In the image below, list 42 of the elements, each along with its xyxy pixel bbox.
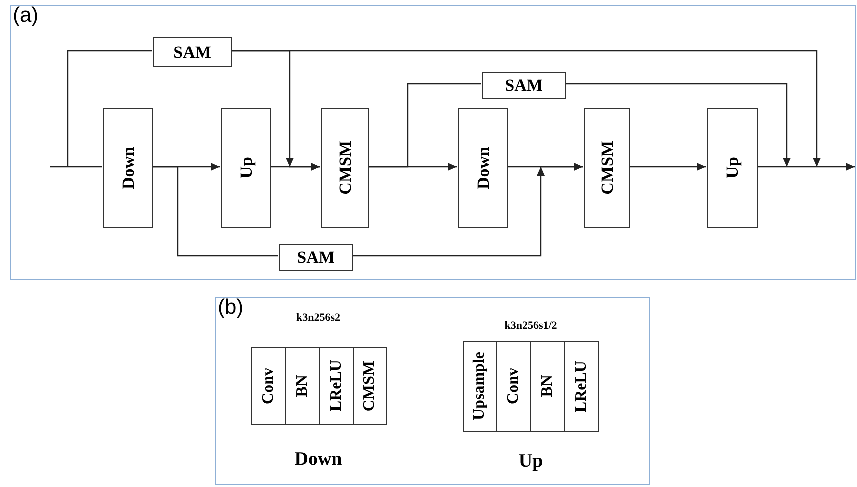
block-box <box>103 108 153 228</box>
block-label: CMSM <box>336 141 354 195</box>
block-box <box>279 244 353 271</box>
panel-frame <box>215 297 650 485</box>
block-label: Upsample <box>472 352 488 421</box>
panel-frame <box>10 5 856 280</box>
block-label: SAM <box>174 44 212 60</box>
block-label: Down <box>120 146 136 190</box>
block-label: LReLU <box>574 360 590 412</box>
block-label: SAM <box>297 249 335 266</box>
layer-cell <box>285 347 320 425</box>
block-label: Down <box>474 146 492 190</box>
layer-cell <box>463 341 497 432</box>
block-box <box>482 72 566 99</box>
block-label: BN <box>294 374 310 398</box>
block-box <box>584 108 630 228</box>
block-label: CMSM <box>598 141 616 195</box>
panel-label: (a) <box>13 4 39 28</box>
block-label: Up <box>238 157 254 179</box>
block-box <box>321 108 369 228</box>
layer-cell <box>251 347 286 425</box>
block-box <box>153 37 232 67</box>
block-label: Conv <box>506 368 522 405</box>
layer-cell <box>496 341 531 432</box>
layer-cell <box>353 347 387 425</box>
parameter-label: k3n256s1/2 <box>504 319 558 333</box>
layer-cell <box>319 347 354 425</box>
block-label: LReLU <box>328 360 344 412</box>
panel-label: (b) <box>218 296 244 320</box>
layer-cell <box>564 341 599 432</box>
layer-cell <box>530 341 565 432</box>
block-box <box>221 108 271 228</box>
block-label: SAM <box>505 77 543 94</box>
block-box <box>707 108 758 228</box>
block-box <box>458 108 508 228</box>
block-label: CMSM <box>362 360 378 412</box>
block-label: Conv <box>260 368 276 404</box>
block-label: Up <box>724 157 741 179</box>
parameter-label: k3n256s2 <box>296 311 341 325</box>
block-caption: Up <box>518 451 544 473</box>
block-label: BN <box>540 375 556 398</box>
block-caption: Down <box>294 449 342 471</box>
